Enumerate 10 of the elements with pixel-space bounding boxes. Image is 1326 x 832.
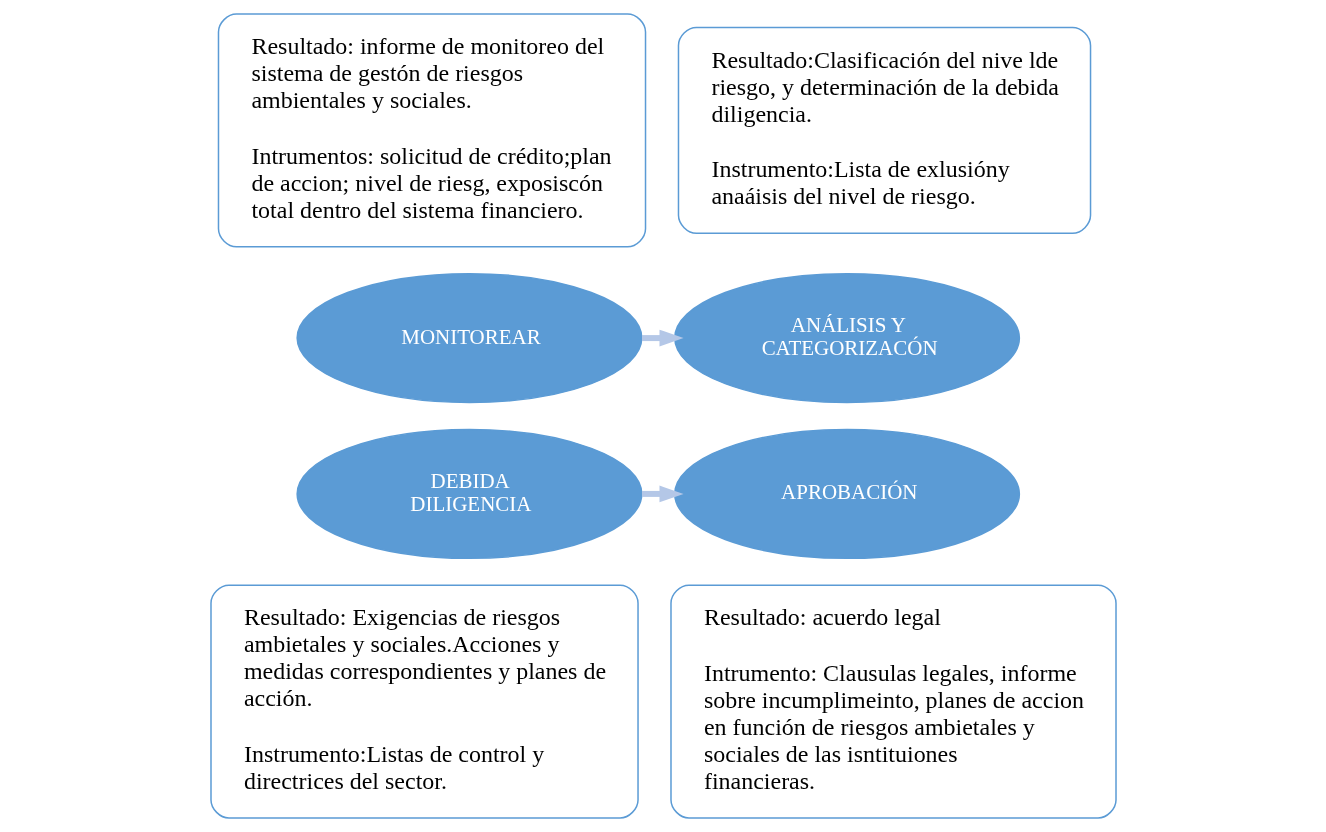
arrow [641,485,684,503]
node-box: Resultado: informe de monitoreo del sistema de gestón de riesgos ambientales y sociales. Intrumentos: solicitud de crédito;plan de accion; nivel de riesg, exposiscón total dentro del sistema financiero. [217,13,646,248]
node-box: Resultado:Clasificación del nive lde riesgo, y determinación de la debida diligencia. Instrumento:Lista de exlusióny anaáisis del nivel de riesgo. [677,26,1091,235]
node-box: Resultado: acuerdo legal Intrumento: Clausulas legales, informe sobre incumplimeinto, planes de accion en función de riesgos ambietales y sociales de las isntituiones financieras. [669,584,1117,819]
arrow [641,329,684,347]
node-box: Resultado: Exigencias de riesgos ambietales y sociales.Acciones y medidas correspondientes y planes de acción. Instrumento:Listas de control y directrices del sector. [209,584,639,819]
node-ellipse: MONITOREAR [295,272,642,404]
node-ellipse: ANÁLISIS Y CATEGORIZACÓN [673,272,1020,404]
node-ellipse: DEBIDA DILIGENCIA [295,428,642,560]
node-ellipse: APROBACIÓN [673,428,1020,560]
